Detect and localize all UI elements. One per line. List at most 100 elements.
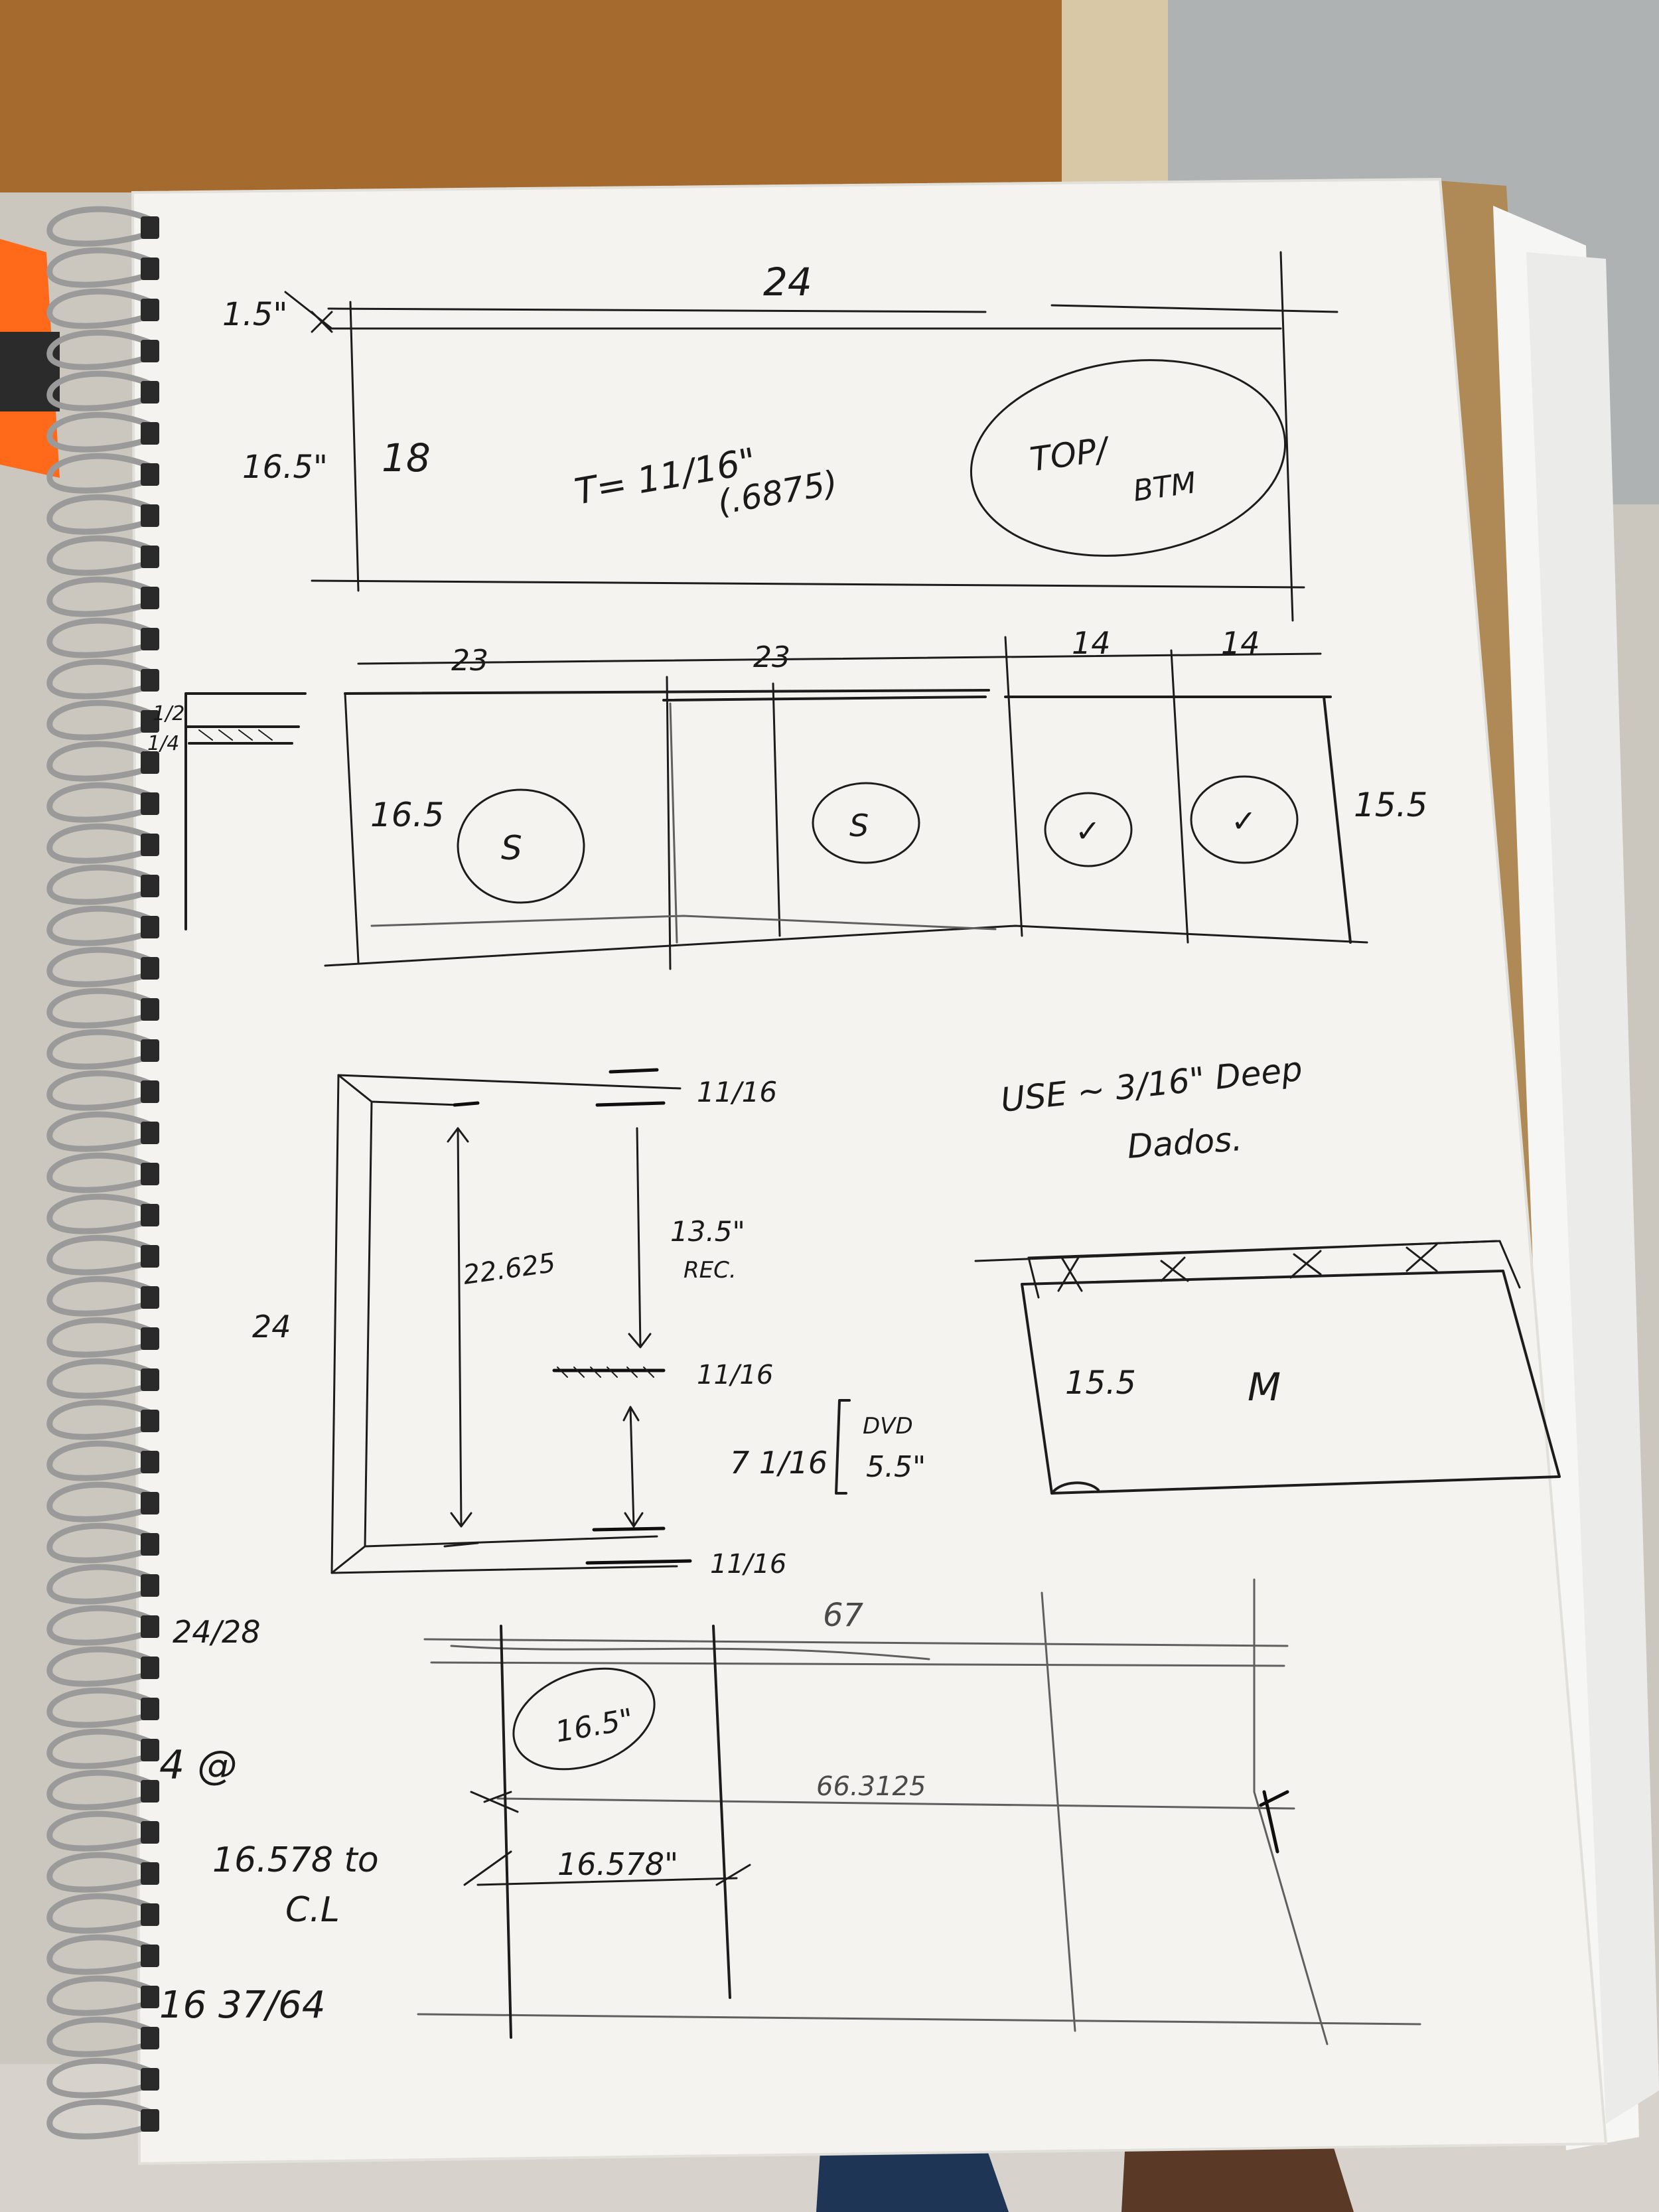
spiral-hole: [141, 1574, 159, 1597]
spiral-ring: [46, 453, 153, 494]
spiral-hole: [141, 2109, 159, 2132]
spiral-hole: [141, 1368, 159, 1391]
spiral-ring: [46, 1234, 153, 1276]
spiral-ring: [46, 1276, 153, 1317]
section-dvd-size: 5.5": [866, 1450, 926, 1484]
edge-quarter: 1/4: [147, 732, 179, 755]
check-mark-1: ✓: [1075, 813, 1101, 849]
spiral-ring: [46, 1193, 153, 1234]
spiral-ring: [46, 329, 153, 370]
spiral-hole: [141, 1451, 159, 1473]
spiral-hole: [141, 1204, 159, 1226]
bottom-cl: C.L: [285, 1890, 340, 1930]
spiral-hole: [141, 381, 159, 404]
s-circle-1: [457, 788, 585, 904]
spiral-ring: [46, 1852, 153, 1893]
frame-height-left: 16.5: [370, 796, 444, 834]
section-lower-gap: 7 1/16: [730, 1445, 828, 1481]
circle-16-5: [512, 1667, 656, 1771]
spiral-hole: [141, 1492, 159, 1514]
top-depth-label: 16.5": [242, 449, 328, 486]
spiral-hole: [141, 710, 159, 733]
spiral-ring: [46, 1810, 153, 1852]
spiral-hole: [141, 1739, 159, 1761]
check-circle-1: [1044, 792, 1133, 867]
spiral-hole: [141, 299, 159, 321]
top-btm-circle: [970, 359, 1287, 557]
bottom-count-line: 4 @: [159, 1742, 237, 1789]
spiral-ring: [46, 1070, 153, 1111]
spiral-hole: [141, 1122, 159, 1144]
s-mark-2: S: [849, 808, 869, 844]
spiral-hole: [141, 1698, 159, 1720]
spiral-ring: [46, 988, 153, 1029]
top-thickness-label: 1.5": [222, 296, 287, 333]
drawer-sketch: 15.5 M: [974, 1240, 1561, 1495]
spiral-hole: [141, 1821, 159, 1844]
spiral-ring: [46, 1934, 153, 1975]
top-count-label: 18: [382, 435, 431, 480]
section-height: 24: [252, 1309, 291, 1345]
top-width-label: 24: [763, 259, 812, 305]
spiral-ring: [46, 247, 153, 288]
spiral-hole: [141, 834, 159, 856]
frame-height-right: 15.5: [1354, 786, 1427, 824]
spiral-ring: [46, 823, 153, 864]
spiral-ring: [46, 782, 153, 823]
spiral-hole: [141, 340, 159, 362]
check-circle-2: [1190, 775, 1299, 864]
spiral-ring: [46, 864, 153, 905]
frame-width-d: 14: [1221, 625, 1260, 661]
side-section-sketch: 11/16 24 22.625 13.5" REC. 11/16 7 1/16 …: [252, 1068, 926, 1580]
spiral-hole: [141, 957, 159, 980]
frame-width-b: 23: [753, 640, 790, 674]
spiral-ring: [46, 494, 153, 535]
check-mark-2: ✓: [1231, 803, 1257, 839]
spiral-hole: [141, 463, 159, 486]
spiral-ring: [46, 2057, 153, 2099]
spiral-hole: [141, 916, 159, 938]
spiral-ring: [46, 1440, 153, 1481]
spiral-hole: [141, 1410, 159, 1432]
wood-board: [1062, 0, 1168, 199]
spiral-ring: [46, 617, 153, 658]
spiral-hole: [141, 2068, 159, 2091]
bottom-spacing-note: 16.578 to: [212, 1840, 379, 1880]
spiral-binding: [46, 206, 159, 2140]
note-line-2: Dados.: [1126, 1120, 1244, 1166]
spiral-hole: [141, 1245, 159, 1268]
spiral-ring: [46, 1152, 153, 1193]
spiral-ring: [46, 1728, 153, 1769]
spiral-hole: [141, 1903, 159, 1926]
spiral-ring: [46, 1029, 153, 1070]
spiral-hole: [141, 669, 159, 692]
spiral-ring: [46, 1317, 153, 1358]
spiral-ring: [46, 1646, 153, 1687]
spiral-hole: [141, 587, 159, 609]
spiral-hole: [141, 1945, 159, 1967]
spiral-hole: [141, 1780, 159, 1803]
spiral-hole: [141, 546, 159, 568]
spiral-ring: [46, 288, 153, 329]
bottom-spacing: 16.578": [557, 1846, 678, 1882]
spiral-hole: [141, 216, 159, 239]
spiral-ring: [46, 1399, 153, 1440]
spiral-ring: [46, 741, 153, 782]
spiral-ring: [46, 905, 153, 946]
bottom-span: 66.3125: [816, 1771, 926, 1802]
spiral-hole: [141, 1862, 159, 1885]
spiral-hole: [141, 504, 159, 527]
frame-width-c: 14: [1072, 625, 1111, 661]
spiral-ring: [46, 2016, 153, 2057]
drawer-height: 15.5: [1065, 1364, 1136, 1402]
spiral-hole: [141, 792, 159, 815]
spiral-hole: [141, 875, 159, 897]
spiral-hole: [141, 628, 159, 650]
spiral-hole: [141, 1327, 159, 1350]
spiral-ring: [46, 370, 153, 411]
bottom-frac: 24/28: [173, 1614, 261, 1650]
face-frame-sketch: 23 23 14 14 16.5 15.5 S S ✓ ✓ 1/2 1/4: [147, 625, 1427, 970]
spiral-hole: [141, 422, 159, 445]
spiral-hole: [141, 1163, 159, 1185]
